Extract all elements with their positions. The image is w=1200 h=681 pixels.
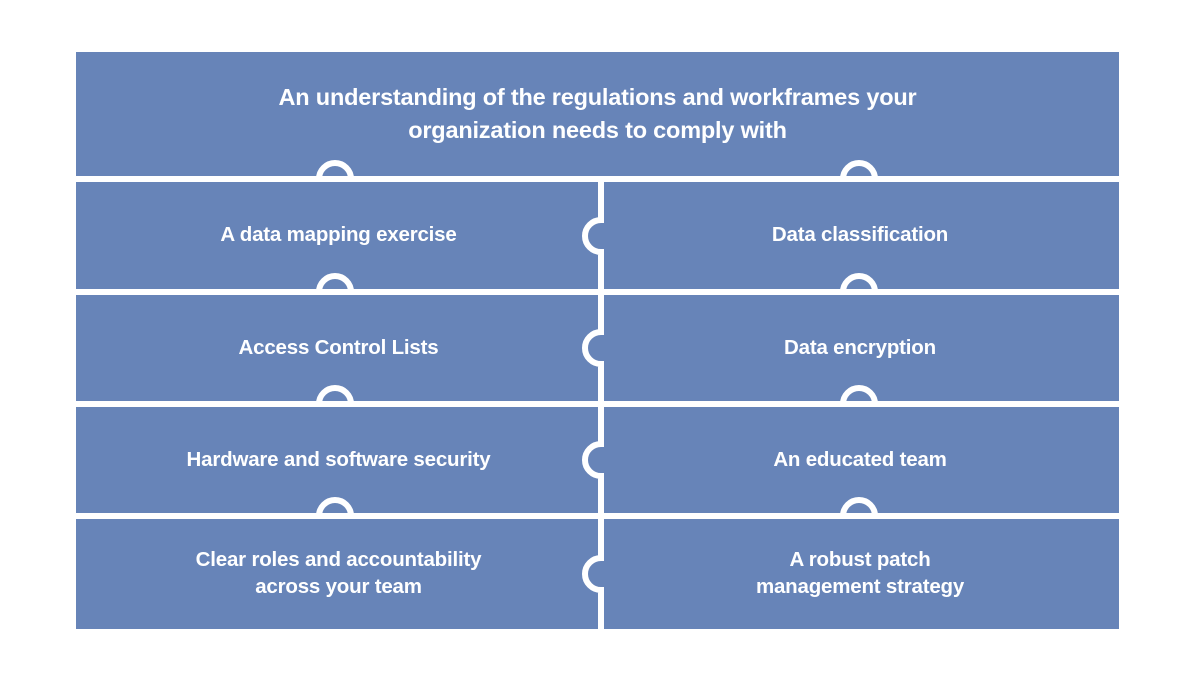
puzzle-separators [76,160,1119,629]
piece-banner-shape[interactable] [76,52,1119,176]
separator-h-2 [76,273,1119,295]
piece-row4-right-shape[interactable] [601,519,1119,629]
piece-row4-left-shape[interactable] [76,519,601,629]
piece-row1-left-shape[interactable] [76,182,601,289]
separator-h-1 [76,160,1119,182]
piece-row2-right-shape[interactable] [601,295,1119,401]
separator-h-3 [76,385,1119,407]
separator-v-2 [582,292,604,404]
separator-v-4 [582,516,604,629]
piece-row2-left-shape[interactable] [76,295,601,401]
piece-row1-right-shape[interactable] [601,182,1119,289]
separator-h-4 [76,497,1119,519]
separator-v-1 [582,179,604,292]
piece-row3-right-shape[interactable] [601,407,1119,513]
piece-row3-left-shape[interactable] [76,407,601,513]
puzzle-pieces-fill [76,52,1119,629]
separator-v-3 [582,404,604,516]
